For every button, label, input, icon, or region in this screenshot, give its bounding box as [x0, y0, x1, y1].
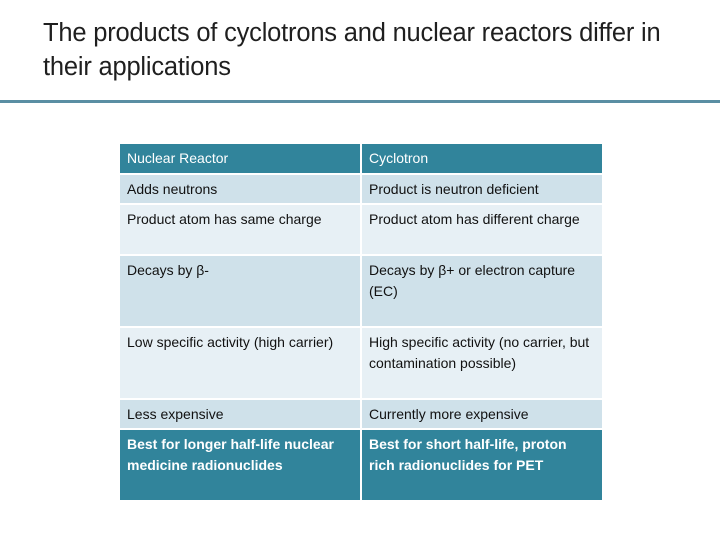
comparison-table: Nuclear Reactor Cyclotron Adds neutrons … [120, 144, 602, 500]
table-header-row: Nuclear Reactor Cyclotron [120, 144, 602, 175]
slide-title: The products of cyclotrons and nuclear r… [43, 19, 661, 81]
header-cyclotron: Cyclotron [362, 144, 602, 175]
cyclotron-cell: High specific activity (no carrier, but … [362, 328, 602, 400]
reactor-cell: Adds neutrons [120, 175, 362, 205]
reactor-cell: Less expensive [120, 400, 362, 430]
cyclotron-cell: Product atom has different charge [362, 205, 602, 256]
reactor-cell: Best for longer half-life nuclear medici… [120, 430, 362, 500]
table-row: Best for longer half-life nuclear medici… [120, 430, 602, 500]
table-row: Low specific activity (high carrier) Hig… [120, 328, 602, 400]
header-nuclear-reactor: Nuclear Reactor [120, 144, 362, 175]
cyclotron-cell: Product is neutron deficient [362, 175, 602, 205]
table-row: Less expensive Currently more expensive [120, 400, 602, 430]
cyclotron-cell: Currently more expensive [362, 400, 602, 430]
cyclotron-cell: Best for short half-life, proton rich ra… [362, 430, 602, 500]
reactor-cell: Product atom has same charge [120, 205, 362, 256]
reactor-cell: Low specific activity (high carrier) [120, 328, 362, 400]
reactor-cell: Decays by β- [120, 256, 362, 328]
title-divider [0, 100, 720, 103]
table-row: Product atom has same charge Product ato… [120, 205, 602, 256]
cyclotron-cell: Decays by β+ or electron capture (EC) [362, 256, 602, 328]
table-row: Decays by β- Decays by β+ or electron ca… [120, 256, 602, 328]
table-row: Adds neutrons Product is neutron deficie… [120, 175, 602, 205]
